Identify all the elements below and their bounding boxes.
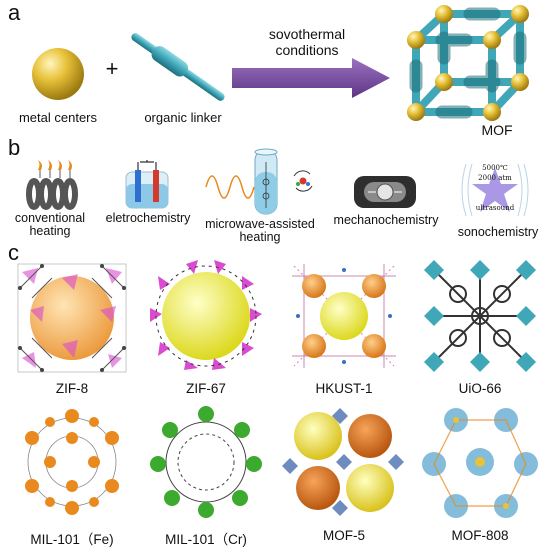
rotation-molecule-icon [293, 170, 313, 192]
label-uio-66: UiO-66 [458, 381, 502, 396]
label-mof-5: MOF-5 [323, 528, 365, 543]
electrochemistry-cell-icon [125, 160, 169, 209]
panel-a-letter: a [8, 0, 21, 25]
hkust-1-structure [292, 264, 396, 368]
label-zif-67: ZIF-67 [186, 381, 226, 396]
microwave-tube-icon [254, 148, 278, 215]
mof-cube-framework [407, 5, 529, 121]
method-mechanochemistry: mechanochemistry [333, 213, 439, 227]
method-sonochemistry: sonochemistry [457, 225, 539, 239]
panel-b-letter: b [8, 135, 21, 160]
mof-label: MOF [481, 122, 513, 138]
zif-8-structure [17, 263, 127, 373]
mil-101-cr-structure [150, 406, 262, 518]
sono-temperature: 5000℃ [482, 164, 508, 172]
method-electrochemistry: eletrochemistry [105, 211, 191, 225]
organic-linker-label: organic linker [144, 110, 222, 125]
arrow-text-line2: conditions [275, 42, 339, 58]
uio-66-structure [424, 260, 536, 372]
microwave-wave-icon [205, 175, 255, 199]
label-mof-808: MOF-808 [451, 528, 509, 543]
mof-808-structure [422, 408, 538, 518]
sono-pressure: 2000 atm [478, 174, 512, 182]
metal-centers-label: metal centers [18, 110, 98, 125]
label-mil-101-fe: MIL-101（Fe) [30, 532, 114, 547]
mof-5-structure [282, 408, 404, 516]
zif-67-structure [150, 260, 262, 370]
ultrasound-star-icon [461, 163, 529, 217]
arrow-text-line1: sovothermal [268, 26, 346, 42]
ball-mill-icon [354, 176, 416, 208]
label-zif-8: ZIF-8 [55, 381, 89, 396]
mil-101-fe-structure [25, 409, 119, 515]
panel-c-letter: c [8, 240, 19, 265]
organic-linker-rod [131, 33, 225, 101]
label-mil-101-cr: MIL-101（Cr) [165, 532, 247, 547]
metal-center-sphere [32, 48, 84, 100]
sono-ultrasound: ultrasound [475, 204, 515, 212]
synthesis-arrow [232, 58, 390, 98]
plus-sign: + [105, 56, 119, 81]
heating-coil-icon [26, 160, 78, 210]
label-hkust-1: HKUST-1 [315, 381, 373, 396]
